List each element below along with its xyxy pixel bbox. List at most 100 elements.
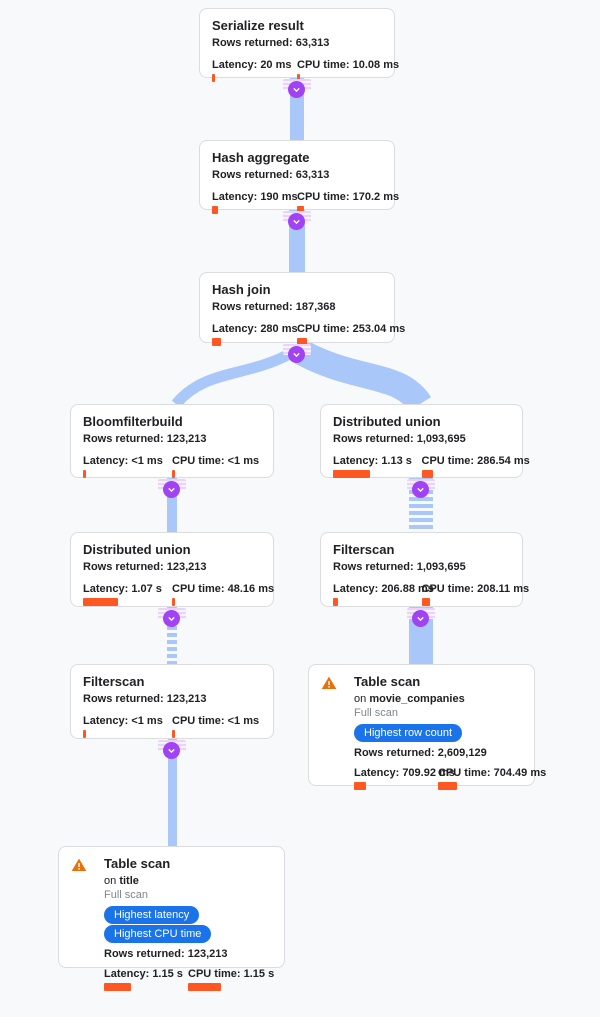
- latency-bar: [333, 470, 370, 478]
- junction-bloomfilterbuild: [155, 478, 189, 502]
- rows-returned: Rows returned: 1,093,695: [333, 433, 466, 445]
- cpu-bar: [172, 470, 175, 478]
- cpu-metric: CPU time: 208.11 ms: [421, 583, 529, 606]
- node-title: Hash aggregate: [212, 150, 310, 165]
- rows-returned: Rows returned: 2,609,129: [354, 747, 487, 759]
- badge-highest-latency: Highest latency: [104, 906, 200, 924]
- rows-returned: Rows returned: 63,313: [212, 169, 330, 181]
- node-title: Table scan: [354, 674, 421, 689]
- table-name-line: on title: [104, 875, 139, 887]
- plan-node-distributed-union-left[interactable]: Distributed union Rows returned: 123,213…: [70, 532, 274, 607]
- node-title: Hash join: [212, 282, 271, 297]
- edge-bloomfilterbuild-to-distributed-union: [167, 476, 177, 534]
- cpu-metric: CPU time: <1 ms: [172, 455, 261, 478]
- edge-hash-join-to-bloomfilterbuild: [171, 347, 296, 406]
- cpu-metric: CPU time: 170.2 ms: [297, 191, 399, 214]
- edge-distributed-union-to-filterscan-left: [167, 605, 177, 666]
- cpu-bar: [172, 598, 175, 606]
- cpu-metric: CPU time: 48.16 ms: [172, 583, 274, 606]
- plan-node-serialize-result[interactable]: Serialize result Rows returned: 63,313 L…: [199, 8, 399, 82]
- table-name-line: on movie_companies: [354, 693, 465, 705]
- scan-type: Full scan: [104, 889, 149, 901]
- plan-node-hash-aggregate[interactable]: Hash aggregate Rows returned: 63,313 Lat…: [199, 140, 399, 214]
- cpu-bar: [297, 338, 307, 346]
- cpu-metric: CPU time: 1.15 s: [188, 968, 274, 991]
- latency-bar: [212, 206, 218, 214]
- cpu-metric: CPU time: 704.49 ms: [438, 767, 546, 790]
- cpu-metric: CPU time: 286.54 ms: [421, 455, 530, 478]
- warning-icon: [71, 856, 93, 991]
- rows-returned: Rows returned: 123,213: [83, 433, 207, 445]
- rows-returned: Rows returned: 63,313: [212, 37, 330, 49]
- latency-bar: [212, 74, 215, 82]
- cpu-bar: [421, 470, 433, 478]
- collapse-node-button[interactable]: [288, 346, 305, 363]
- latency-bar: [83, 730, 86, 738]
- collapse-node-button[interactable]: [412, 481, 429, 498]
- edge-fork: [171, 342, 432, 406]
- rows-returned: Rows returned: 123,213: [104, 948, 228, 960]
- latency-bar: [333, 598, 338, 606]
- rows-returned: Rows returned: 187,368: [212, 301, 336, 313]
- plan-node-hash-join[interactable]: Hash join Rows returned: 187,368 Latency…: [199, 272, 405, 346]
- junction-filterscan-left: [155, 739, 189, 763]
- badge-highest-row-count: Highest row count: [354, 724, 463, 742]
- collapse-node-button[interactable]: [163, 481, 180, 498]
- collapse-node-button[interactable]: [288, 81, 305, 98]
- cpu-metric: CPU time: <1 ms: [172, 715, 261, 738]
- plan-node-filterscan-right[interactable]: Filterscan Rows returned: 1,093,695 Late…: [320, 532, 529, 607]
- rows-returned: Rows returned: 123,213: [83, 693, 207, 705]
- collapse-node-button[interactable]: [163, 610, 180, 627]
- latency-metric: Latency: <1 ms: [83, 455, 172, 478]
- plan-node-table-scan-title[interactable]: Table scan on title Full scan Highest la…: [58, 846, 285, 991]
- junction-hash-aggregate: [280, 210, 314, 234]
- cpu-bar: [172, 730, 175, 738]
- latency-bar: [354, 782, 366, 790]
- node-title: Distributed union: [333, 414, 441, 429]
- cpu-metric: CPU time: 10.08 ms: [297, 59, 399, 82]
- latency-bar: [83, 598, 118, 606]
- cpu-bar: [421, 598, 430, 606]
- cpu-bar: [297, 206, 304, 214]
- latency-metric: Latency: 280 ms: [212, 323, 298, 346]
- node-title: Bloomfilterbuild: [83, 414, 183, 429]
- latency-bar: [104, 983, 131, 991]
- junction-serialize-result: [280, 78, 314, 102]
- node-title: Filterscan: [333, 542, 395, 557]
- warning-icon: [321, 674, 343, 790]
- latency-metric: Latency: 1.13 s: [333, 455, 422, 478]
- node-title: Serialize result: [212, 18, 304, 33]
- latency-metric: Latency: 206.88 ms: [333, 583, 434, 606]
- cpu-metric: CPU time: 253.04 ms: [297, 323, 405, 346]
- latency-bar: [83, 470, 86, 478]
- plan-node-bloomfilterbuild[interactable]: Bloomfilterbuild Rows returned: 123,213 …: [70, 404, 274, 478]
- cpu-bar: [188, 983, 221, 991]
- latency-metric: Latency: 20 ms: [212, 59, 297, 82]
- rows-returned: Rows returned: 123,213: [83, 561, 207, 573]
- edge-hash-join-to-distributed-union: [294, 342, 432, 406]
- node-title: Distributed union: [83, 542, 191, 557]
- cpu-bar: [297, 74, 300, 82]
- scan-type: Full scan: [354, 707, 399, 719]
- plan-node-filterscan-left[interactable]: Filterscan Rows returned: 123,213 Latenc…: [70, 664, 274, 739]
- cpu-bar: [438, 782, 457, 790]
- junction-hash-join: [280, 343, 314, 367]
- node-title: Filterscan: [83, 674, 145, 689]
- badge-highest-cpu-time: Highest CPU time: [104, 925, 212, 943]
- node-title: Table scan: [104, 856, 171, 871]
- plan-node-table-scan-movie-companies[interactable]: Table scan on movie_companies Full scan …: [308, 664, 546, 790]
- collapse-node-button[interactable]: [288, 213, 305, 230]
- latency-metric: Latency: 709.92 ms: [354, 767, 455, 790]
- latency-bar: [212, 338, 221, 346]
- latency-metric: Latency: 1.15 s: [104, 968, 188, 991]
- rows-returned: Rows returned: 1,093,695: [333, 561, 466, 573]
- collapse-node-button[interactable]: [163, 742, 180, 759]
- junction-distributed-union-left: [155, 607, 189, 631]
- plan-node-distributed-union-right[interactable]: Distributed union Rows returned: 1,093,6…: [320, 404, 530, 478]
- junction-filterscan-right: [404, 607, 438, 631]
- junction-distributed-union-right: [404, 478, 438, 502]
- latency-metric: Latency: <1 ms: [83, 715, 172, 738]
- collapse-node-button[interactable]: [412, 610, 429, 627]
- edge-filterscan-to-table-scan-left: [168, 737, 177, 848]
